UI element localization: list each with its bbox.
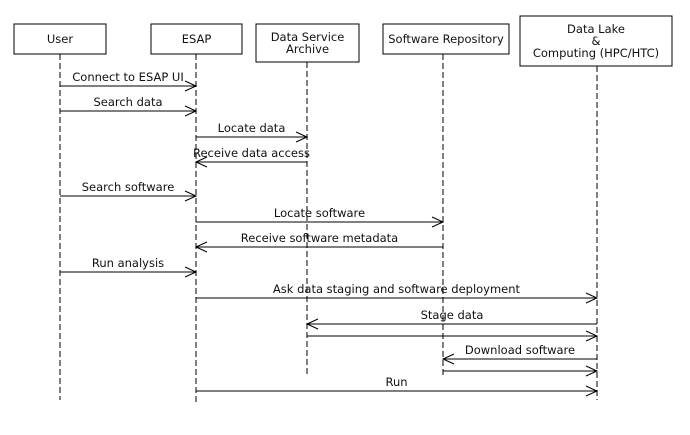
arrowhead: [441, 353, 455, 365]
message-label: Run analysis: [92, 256, 164, 270]
participant-label-archive: Data Service: [271, 30, 345, 44]
arrowhead: [295, 131, 309, 143]
arrowhead: [585, 365, 599, 377]
arrowhead: [585, 385, 599, 397]
message-label: Run: [385, 375, 407, 389]
message-label: Receive software metadata: [241, 231, 398, 245]
arrowhead: [184, 105, 198, 117]
participant-label-lake: Computing (HPC/HTC): [533, 46, 659, 60]
arrowhead: [184, 80, 198, 92]
arrowhead: [585, 330, 599, 342]
message-label: Download software: [465, 343, 575, 357]
participant-label-archive: Archive: [286, 42, 329, 56]
participant-label-user: User: [47, 32, 73, 46]
message-label: Search data: [93, 95, 162, 109]
message-label: Locate software: [274, 206, 365, 220]
arrowhead: [431, 216, 445, 228]
arrowhead: [194, 156, 208, 168]
arrowhead: [305, 318, 319, 330]
arrowhead: [585, 292, 599, 304]
arrowhead: [184, 266, 198, 278]
message-label: Ask data staging and software deployment: [273, 282, 521, 296]
participant-box-archive: [255, 23, 360, 63]
message-label: Stage data: [421, 308, 484, 322]
arrowhead: [184, 190, 198, 202]
arrowhead: [194, 241, 208, 253]
participant-box-repo: [382, 23, 510, 55]
participant-box-lake: [519, 15, 673, 67]
participant-box-esap: [150, 23, 243, 55]
message-label: Connect to ESAP UI: [72, 70, 183, 84]
participant-label-repo: Software Repository: [388, 32, 504, 46]
lifelines: [59, 54, 598, 402]
participant-box-user: [13, 23, 107, 55]
message-label: Search software: [82, 180, 175, 194]
participant-label-lake: &: [592, 34, 601, 48]
participant-label-esap: ESAP: [182, 32, 212, 46]
participant-label-lake: Data Lake: [567, 22, 625, 36]
message-label: Locate data: [218, 121, 286, 135]
message-label: Receive data access: [193, 146, 310, 160]
